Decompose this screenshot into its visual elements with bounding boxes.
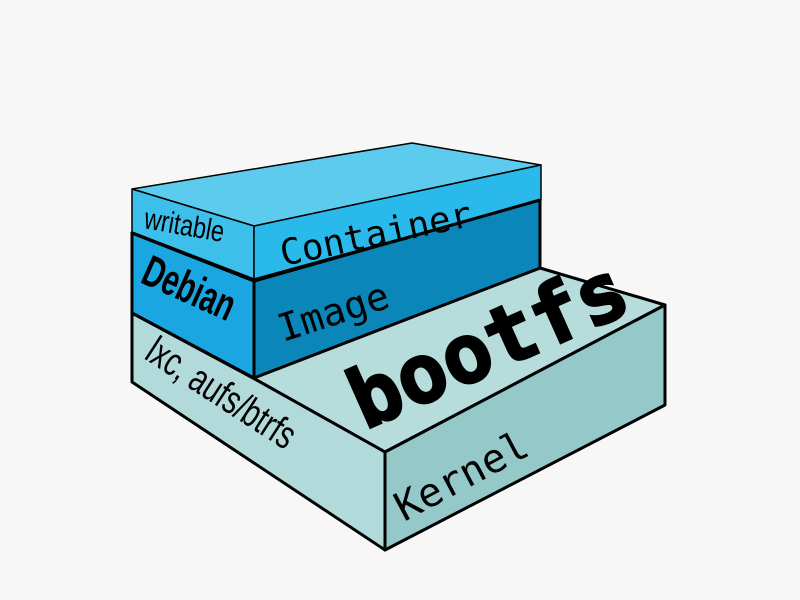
- kernel-layer: lxc, aufs/btrfs Kernel bootfs: [130, 240, 667, 552]
- container-front-face: [253, 164, 542, 280]
